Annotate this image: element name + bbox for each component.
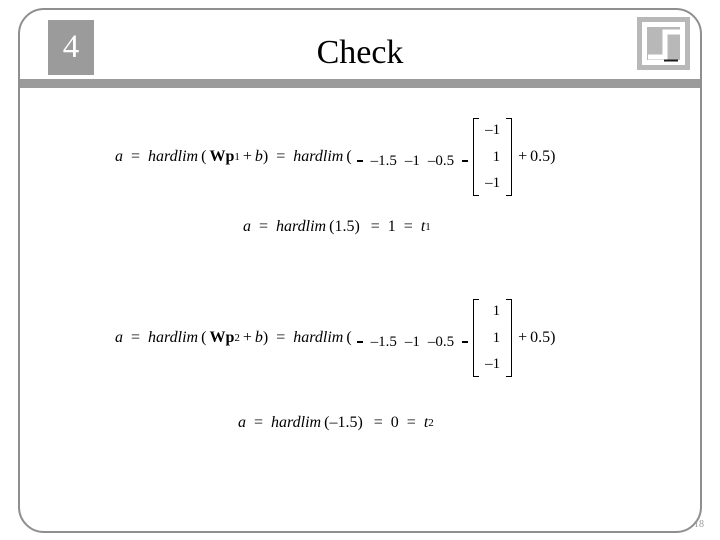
input-value: –1 bbox=[485, 356, 501, 372]
var-a: a bbox=[238, 414, 246, 431]
bias-value: 0.5) bbox=[530, 148, 556, 165]
equals-sign: = bbox=[131, 329, 141, 346]
hardlim-function: hardlim bbox=[293, 329, 344, 346]
left-bracket bbox=[356, 341, 363, 343]
weight-value: –0.5 bbox=[427, 333, 455, 350]
input-value: –1 bbox=[485, 175, 501, 191]
equals-sign: = bbox=[131, 148, 141, 165]
equals-sign: = bbox=[370, 218, 380, 235]
target-symbol: t bbox=[423, 414, 429, 431]
equals-sign: = bbox=[373, 414, 383, 431]
output-value: 0 bbox=[390, 414, 399, 431]
equals-sign: = bbox=[276, 148, 286, 165]
input-column-vector: 1 1 –1 bbox=[473, 299, 513, 377]
equals-sign: = bbox=[406, 414, 416, 431]
plus-sign: + bbox=[242, 148, 252, 165]
weight-row-vector: –1.5 –1 –0.5 bbox=[356, 330, 469, 354]
equals-sign: = bbox=[403, 218, 413, 235]
weight-value: –1.5 bbox=[370, 152, 397, 169]
equals-sign: = bbox=[276, 329, 286, 346]
argument-value: (–1.5) bbox=[324, 414, 363, 431]
slide-number: 4 bbox=[62, 29, 80, 65]
weight-row-vector: –1.5 –1 –0.5 bbox=[356, 149, 469, 173]
hardlim-function: hardlim bbox=[276, 218, 327, 235]
input-value: –1 bbox=[485, 122, 501, 138]
equals-sign: = bbox=[254, 414, 264, 431]
input-value: 1 bbox=[492, 329, 501, 346]
target-symbol: t bbox=[420, 218, 426, 235]
weight-matrix-symbol: W bbox=[209, 329, 226, 346]
paren-open: ( bbox=[201, 148, 207, 165]
weight-value: –0.5 bbox=[427, 152, 455, 169]
paren-open: ( bbox=[346, 329, 352, 346]
input-value: 1 bbox=[492, 303, 501, 319]
hardlim-function: hardlim bbox=[293, 148, 344, 165]
paren-open: ( bbox=[346, 148, 352, 165]
hardlim-function: hardlim bbox=[148, 329, 199, 346]
bias-value: 0.5) bbox=[530, 329, 556, 346]
right-bracket bbox=[506, 118, 513, 196]
paren-close: ) bbox=[262, 148, 269, 165]
weight-matrix-symbol: W bbox=[209, 148, 226, 165]
page-number: 18 bbox=[694, 519, 704, 530]
bias-symbol: b bbox=[254, 329, 263, 346]
hardlim-step-icon bbox=[637, 17, 690, 70]
paren-open: ( bbox=[201, 329, 207, 346]
var-a: a bbox=[115, 148, 123, 165]
input-vector-symbol: p bbox=[225, 148, 235, 165]
hardlim-function: hardlim bbox=[271, 414, 322, 431]
weight-value: –1 bbox=[404, 152, 420, 169]
weight-value: –1 bbox=[404, 333, 420, 350]
weight-value: –1.5 bbox=[370, 333, 397, 350]
left-bracket bbox=[356, 160, 363, 162]
output-value: 1 bbox=[387, 218, 396, 235]
hardlim-function: hardlim bbox=[148, 148, 199, 165]
plus-sign: + bbox=[518, 148, 528, 165]
input-vector-symbol: p bbox=[225, 329, 235, 346]
paren-close: ) bbox=[262, 329, 269, 346]
argument-value: (1.5) bbox=[329, 218, 360, 235]
right-bracket bbox=[462, 160, 469, 162]
var-a: a bbox=[243, 218, 251, 235]
var-a: a bbox=[115, 329, 123, 346]
plus-sign: + bbox=[518, 329, 528, 346]
input-column-vector: –1 1 –1 bbox=[473, 118, 513, 196]
left-bracket bbox=[473, 118, 480, 196]
plus-sign: + bbox=[242, 329, 252, 346]
header-divider bbox=[20, 79, 700, 88]
bias-symbol: b bbox=[254, 148, 263, 165]
left-bracket bbox=[473, 299, 480, 377]
equals-sign: = bbox=[259, 218, 269, 235]
slide-number-box: 4 bbox=[48, 20, 94, 75]
right-bracket bbox=[462, 341, 469, 343]
input-value: 1 bbox=[492, 148, 501, 165]
right-bracket bbox=[506, 299, 513, 377]
page-title: Check bbox=[316, 34, 404, 71]
